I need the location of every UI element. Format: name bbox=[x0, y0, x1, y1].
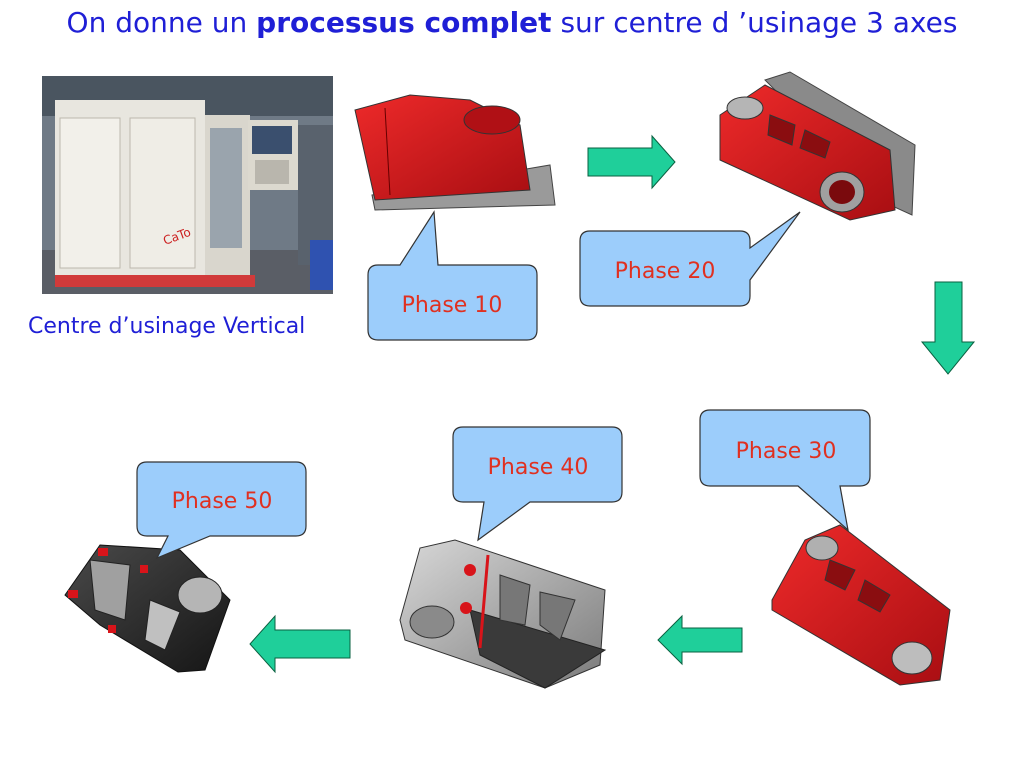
part-phase-20 bbox=[719, 71, 916, 221]
bubble-phase-30: Phase 30 bbox=[699, 409, 871, 532]
phase-40-label: Phase 40 bbox=[488, 455, 589, 480]
arrow-down bbox=[920, 281, 976, 375]
machine-photo: CaTo bbox=[42, 76, 333, 294]
arrow-left-1 bbox=[657, 614, 743, 666]
part-phase-40 bbox=[399, 539, 607, 689]
arrow-left-2 bbox=[249, 614, 351, 674]
phase-10-label: Phase 10 bbox=[402, 293, 503, 318]
bubble-phase-40: Phase 40 bbox=[452, 426, 623, 542]
part-phase-30 bbox=[771, 524, 951, 686]
phase-50-label: Phase 50 bbox=[172, 489, 273, 514]
phase-20-label: Phase 20 bbox=[615, 259, 716, 284]
machine-caption: Centre d’usinage Vertical bbox=[28, 314, 306, 339]
part-phase-10 bbox=[354, 94, 556, 211]
arrow-right-1 bbox=[587, 134, 676, 190]
bubble-phase-20: Phase 20 bbox=[579, 211, 801, 307]
bubble-phase-10: Phase 10 bbox=[367, 210, 538, 341]
part-phase-50 bbox=[64, 544, 231, 673]
phase-30-label: Phase 30 bbox=[736, 439, 837, 464]
bubble-phase-50: Phase 50 bbox=[136, 461, 307, 560]
page-title: On donne un processus complet sur centre… bbox=[66, 6, 958, 39]
